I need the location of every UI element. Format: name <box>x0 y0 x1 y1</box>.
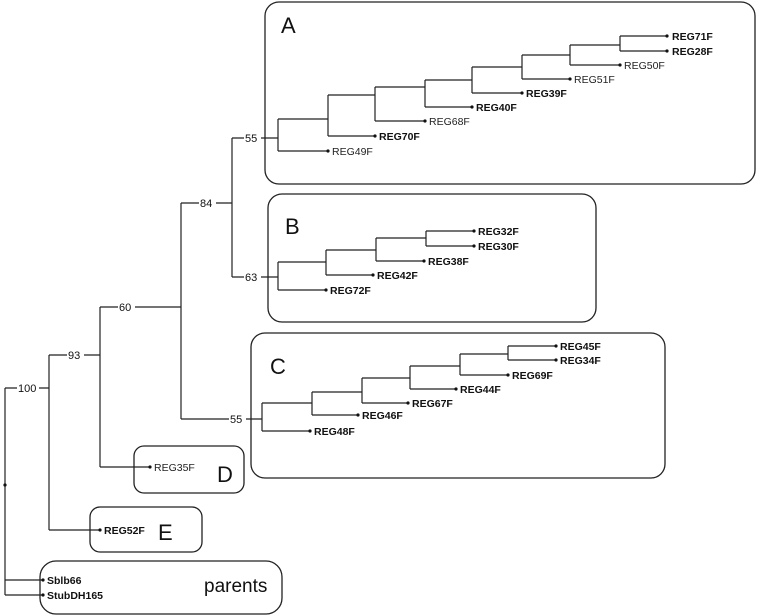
leaf-reg32f: REG32F <box>478 226 519 238</box>
clade-d-label: D <box>217 462 233 487</box>
leaf-labels: REG71F REG28F REG50F REG51F REG39F REG40… <box>47 31 713 602</box>
bootstrap-60: 60 <box>119 302 131 314</box>
clade-c-branches <box>261 345 556 432</box>
leaf-reg35f: REG35F <box>154 462 195 474</box>
tip-dots <box>3 34 669 597</box>
clade-b-label: B <box>285 214 300 239</box>
clade-b-branches <box>277 230 474 291</box>
bootstrap-root: 100 <box>18 383 36 395</box>
leaf-reg45f: REG45F <box>560 341 601 353</box>
leaf-reg52f: REG52F <box>104 525 145 537</box>
bootstrap-93: 93 <box>68 350 80 362</box>
clade-c-box <box>250 332 666 479</box>
clade-c-label: C <box>270 354 286 379</box>
leaf-reg71f: REG71F <box>672 31 713 43</box>
bootstrap-a55: 55 <box>245 133 257 145</box>
bootstrap-labels: 100 93 60 84 55 63 55 <box>17 132 261 426</box>
leaf-reg34f: REG34F <box>560 355 601 367</box>
leaf-stubdh165: StubDH165 <box>47 590 103 602</box>
clade-a-label: A <box>281 13 296 38</box>
clade-b-box <box>267 193 597 323</box>
leaf-reg44f: REG44F <box>460 384 501 396</box>
leaf-reg39f: REG39F <box>526 88 567 100</box>
leaf-reg40f: REG40F <box>476 102 517 114</box>
leaf-reg68f: REG68F <box>429 116 470 128</box>
leaf-reg67f: REG67F <box>412 398 453 410</box>
leaf-reg49f: REG49F <box>332 146 373 158</box>
leaf-reg30f: REG30F <box>478 241 519 253</box>
leaf-reg46f: REG46F <box>362 410 403 422</box>
leaf-reg51f: REG51F <box>574 74 615 86</box>
clade-a-box <box>264 1 756 185</box>
parents-label: parents <box>204 576 267 597</box>
leaf-reg28f: REG28F <box>672 46 713 58</box>
leaf-sblb66: Sblb66 <box>47 575 82 587</box>
bootstrap-c55: 55 <box>230 414 242 426</box>
bootstrap-b63: 63 <box>245 272 257 284</box>
clade-a-branches <box>277 35 667 152</box>
backbone-branches <box>4 137 278 596</box>
clade-e-label: E <box>158 520 173 545</box>
leaf-reg38f: REG38F <box>428 256 469 268</box>
bootstrap-84: 84 <box>200 198 212 210</box>
leaf-reg70f: REG70F <box>379 131 420 143</box>
leaf-reg69f: REG69F <box>512 370 553 382</box>
clade-d-box <box>133 445 245 494</box>
leaf-reg48f: REG48F <box>314 426 355 438</box>
parents-box <box>39 560 283 615</box>
leaf-reg72f: REG72F <box>330 285 371 297</box>
leaf-reg50f: REG50F <box>624 60 665 72</box>
leaf-reg42f: REG42F <box>377 270 418 282</box>
